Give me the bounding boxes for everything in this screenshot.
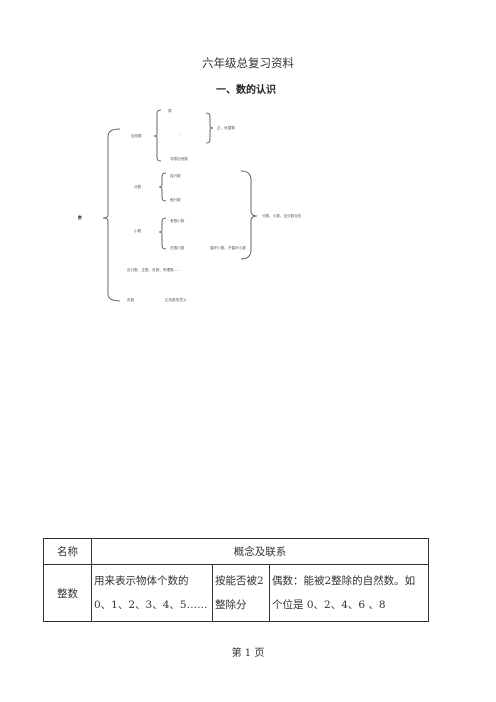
node-relation: 分数、小数、百分数互化 xyxy=(262,214,302,218)
row-desc-line-1: 用来表示物体个数的 xyxy=(94,575,189,587)
node-natural-ellipsis: … xyxy=(178,132,182,136)
node-natural-zero: 零 xyxy=(168,109,172,113)
node-misc-row: 百分数、正数、负数、有理数…… xyxy=(127,268,181,272)
header-concept: 概念及联系 xyxy=(91,538,429,565)
row-desc-line-2: 0、1、2、3、4、5…… xyxy=(94,599,208,611)
node-negative: 负数 xyxy=(127,298,135,302)
node-natural-nonzero: 非零自然数 xyxy=(170,157,188,161)
fraction-bracket xyxy=(158,172,167,202)
row-definition-line-2: 个位是 0、2、4、6 、8 xyxy=(272,599,386,611)
section-title: 一、数的认识 xyxy=(216,85,276,96)
header-name: 名称 xyxy=(43,538,92,565)
row-definition-line-1: 偶数：能被2整除的自然数。如 xyxy=(272,575,416,587)
node-fraction: 分数 xyxy=(134,185,142,189)
row-name: 整数 xyxy=(43,564,92,622)
relation-bracket xyxy=(240,170,258,260)
node-fraction-improper: 假分数 xyxy=(170,198,181,202)
node-decimal: 小数 xyxy=(134,229,142,233)
row-definition: 偶数：能被2整除的自然数。如 个位是 0、2、4、6 、8 xyxy=(269,564,429,622)
natural-bracket xyxy=(153,109,162,162)
node-natural: 自然数 xyxy=(131,134,142,138)
decimal-bracket xyxy=(158,217,167,250)
row-desc: 用来表示物体个数的 0、1、2、3、4、5…… xyxy=(91,564,213,622)
node-natural-side: 正、负整数 xyxy=(217,126,235,130)
diagram-root: 数 xyxy=(78,215,82,220)
natural-side-bracket xyxy=(205,112,214,144)
root-bracket xyxy=(102,128,121,302)
node-decimal-finite: 有限小数 xyxy=(170,219,185,223)
row-classify-line-2: 整除分 xyxy=(215,599,247,611)
page-footer: 第 1 页 xyxy=(231,648,265,659)
page-title: 六年级总复习资料 xyxy=(202,56,294,70)
table-header-row: 名称 概念及联系 xyxy=(43,538,429,565)
row-classify-line-1: 按能否被2 xyxy=(215,575,264,587)
row-classify: 按能否被2 整除分 xyxy=(212,564,270,622)
node-decimal-infinite-kinds: 循环小数、不循环小数 xyxy=(210,246,246,250)
node-decimal-infinite: 无限小数 xyxy=(170,246,185,250)
table-row: 整数 用来表示物体个数的 0、1、2、3、4、5…… 按能否被2 整除分 偶数：… xyxy=(43,564,429,622)
concept-table: 名称 概念及联系 整数 用来表示物体个数的 0、1、2、3、4、5…… 按能否被… xyxy=(43,538,429,622)
node-fraction-proper: 真分数 xyxy=(170,174,181,178)
node-negative-side: 正负数的意义 xyxy=(165,298,187,302)
